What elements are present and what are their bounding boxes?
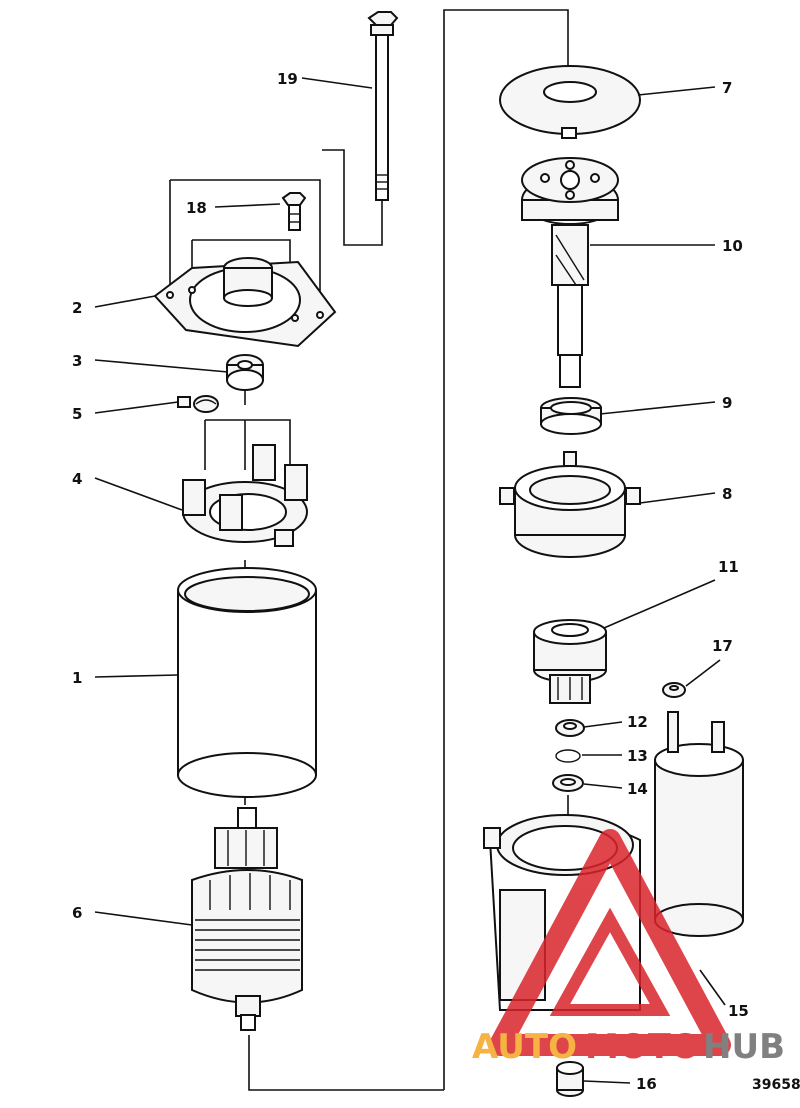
part-2-end-plate [153,257,337,348]
watermark-text-hub: HUB [703,1027,785,1067]
part-13-snap-ring [555,749,581,763]
watermark-text-moto: MOTO [585,1027,700,1067]
part-18-screw [281,192,307,231]
part-1-field-housing [177,567,317,798]
callout-19: 19 [277,70,298,88]
part-17-nut [662,682,686,698]
part-5-spring [177,395,219,413]
callout-4: 4 [72,470,82,488]
callout-16: 16 [636,1075,657,1093]
callout-12: 12 [627,713,648,731]
part-12-collar [555,719,585,737]
callout-3: 3 [72,352,82,370]
callout-11: 11 [718,558,739,576]
figure-number: 39658 [752,1077,800,1093]
part-6-armature [191,807,303,1031]
callout-17: 17 [712,637,733,655]
watermark-logo: AUTO MOTO HUB [472,829,785,1067]
callout-7: 7 [722,79,732,97]
part-10-drive-shaft [521,157,619,388]
part-3-bearing [226,354,264,391]
callout-8: 8 [722,485,732,503]
part-14-retainer [552,774,584,792]
part-11-pinion [533,619,607,704]
callout-14: 14 [627,780,648,798]
callout-5: 5 [72,405,82,423]
callout-15: 15 [728,1002,749,1020]
callout-2: 2 [72,299,82,317]
callout-6: 6 [72,904,82,922]
callout-9: 9 [722,394,732,412]
part-19-through-bolt [367,11,399,201]
callout-10: 10 [722,237,743,255]
callout-1: 1 [72,669,82,687]
callout-18: 18 [186,199,207,217]
watermark-text-auto: AUTO [472,1027,577,1067]
part-7-cover [499,65,641,139]
part-16-bushing [556,1061,584,1097]
callout-13: 13 [627,747,648,765]
part-9-bearing [540,397,602,435]
part-4-brush-holder [182,444,308,547]
part-8-ring-gear [499,451,641,558]
callout-labels: 1 2 3 4 5 6 7 8 9 10 11 12 13 14 15 16 1… [72,70,800,1093]
callout-leaders [94,77,726,1084]
